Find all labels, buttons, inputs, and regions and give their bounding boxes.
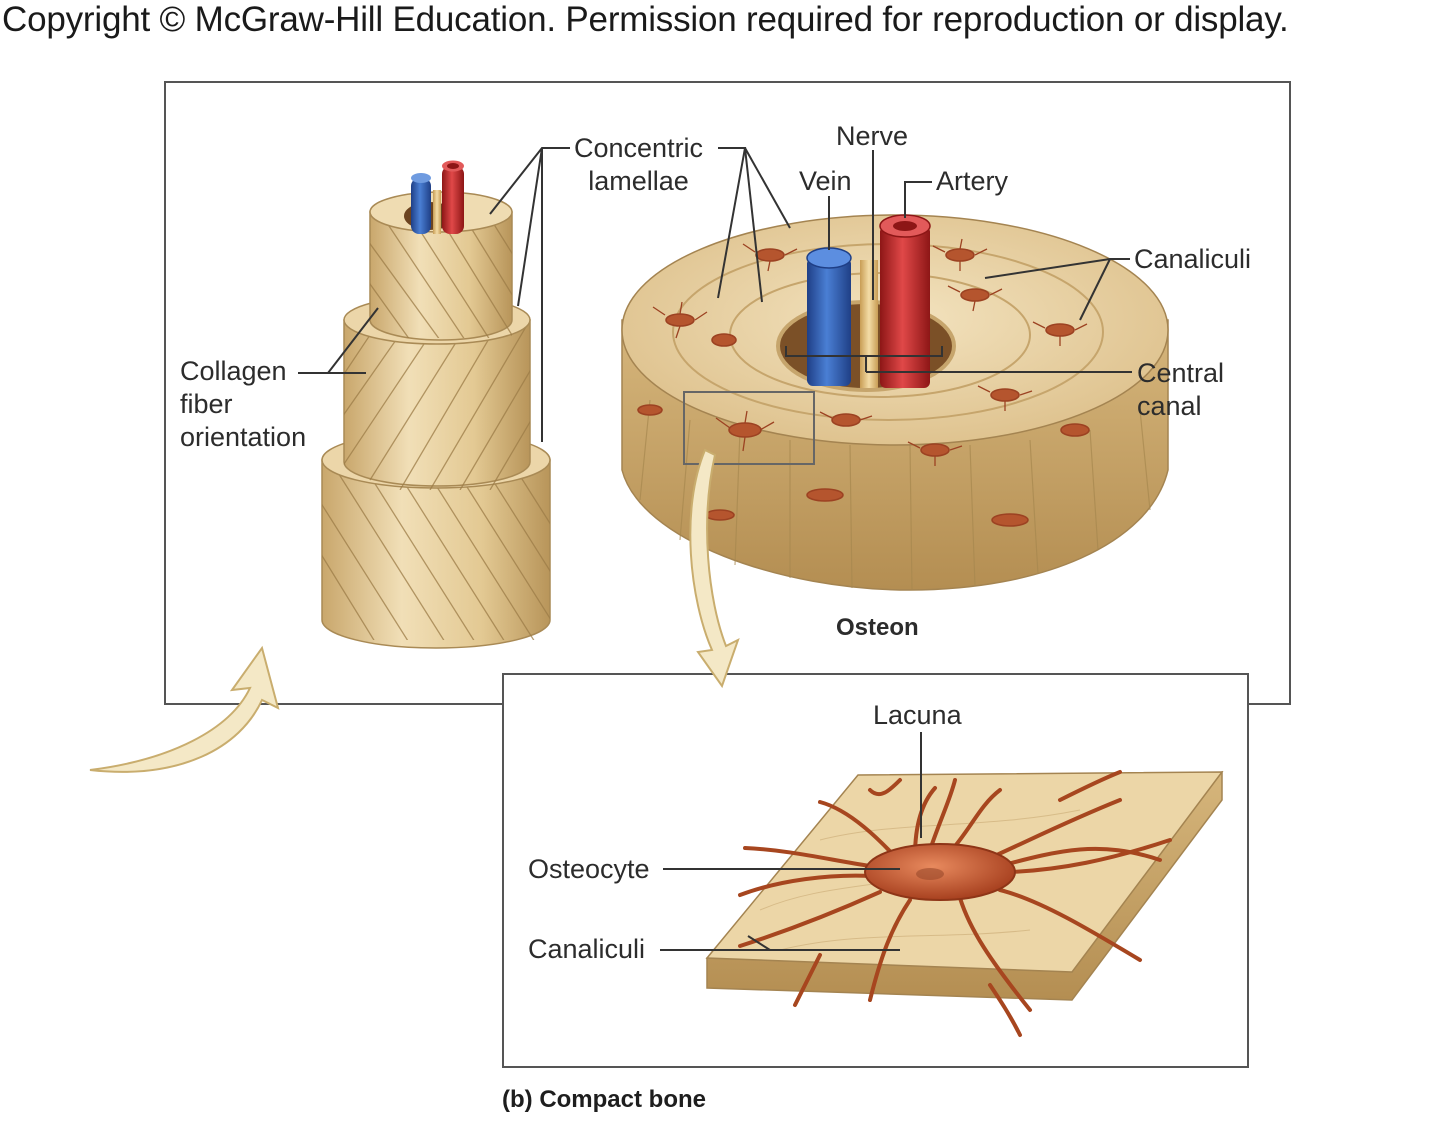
label-canaliculi-osteon: Canaliculi [1134,244,1252,274]
label-concentric-lamellae: Concentric lamellae [574,133,704,196]
label-central-canal: Central canal [1137,358,1225,421]
label-canaliculi-lacuna: Canaliculi [528,934,646,964]
lacuna-slab [705,770,1224,1037]
lamellae-cylinder [321,160,551,649]
arrow-to-osteon [89,645,280,773]
label-collagen-fiber-orientation: Collagen fiber orientation [180,356,307,452]
label-lacuna: Lacuna [873,700,962,730]
label-nerve: Nerve [836,121,909,151]
copyright-notice: Copyright © McGraw-Hill Education. Permi… [2,0,1289,39]
label-osteon: Osteon [836,614,919,641]
label-vein: Vein [799,166,852,196]
osteon-disk [621,214,1169,591]
figure-caption: (b) Compact bone [502,1086,706,1113]
label-artery: Artery [936,166,1009,196]
arrow-to-lacuna [689,448,740,689]
label-osteocyte: Osteocyte [528,854,650,884]
leader-lines [298,147,1132,442]
